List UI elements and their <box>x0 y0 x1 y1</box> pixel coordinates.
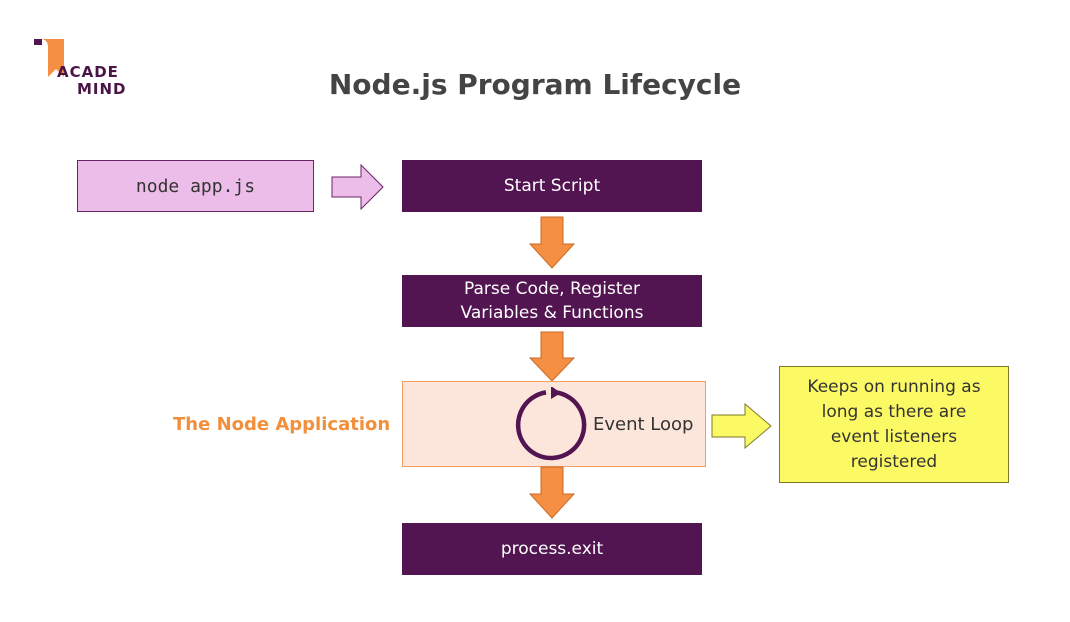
process-exit-label: process.exit <box>500 539 604 559</box>
start-script-label: Start Script <box>503 176 601 196</box>
loop-cycle-icon <box>515 387 587 461</box>
parse-code-label-line1: Parse Code, Register <box>464 279 640 299</box>
note-line: registered <box>850 451 938 472</box>
logo-bookmark-icon <box>34 39 64 77</box>
note-line: long as there are <box>821 401 967 422</box>
command-box: node app.js <box>77 160 314 212</box>
academind-logo: ACADE MIND <box>30 34 150 104</box>
note-line: Keeps on running as <box>807 376 981 397</box>
event-loop-label: Event Loop <box>593 414 694 435</box>
note-arrow-right-icon <box>711 403 772 449</box>
parse-code-label-line2: Variables & Functions <box>460 303 644 323</box>
down-arrow-icon <box>529 216 575 269</box>
command-text: node app.js <box>135 175 256 197</box>
parse-code-box: Parse Code, Register Variables & Functio… <box>402 275 702 327</box>
down-arrow-icon <box>529 331 575 382</box>
logo-text-line2: MIND <box>77 80 127 98</box>
start-script-box: Start Script <box>402 160 702 212</box>
command-arrow-right-icon <box>331 164 384 210</box>
logo-text-line1: ACADE <box>57 63 119 81</box>
node-application-label: The Node Application <box>173 414 391 435</box>
slide-title: Node.js Program Lifecycle <box>328 68 742 101</box>
note-line: event listeners <box>830 426 958 447</box>
process-exit-box: process.exit <box>402 523 702 575</box>
down-arrow-icon <box>529 466 575 519</box>
event-listener-note: Keeps on running as long as there are ev… <box>779 366 1009 483</box>
